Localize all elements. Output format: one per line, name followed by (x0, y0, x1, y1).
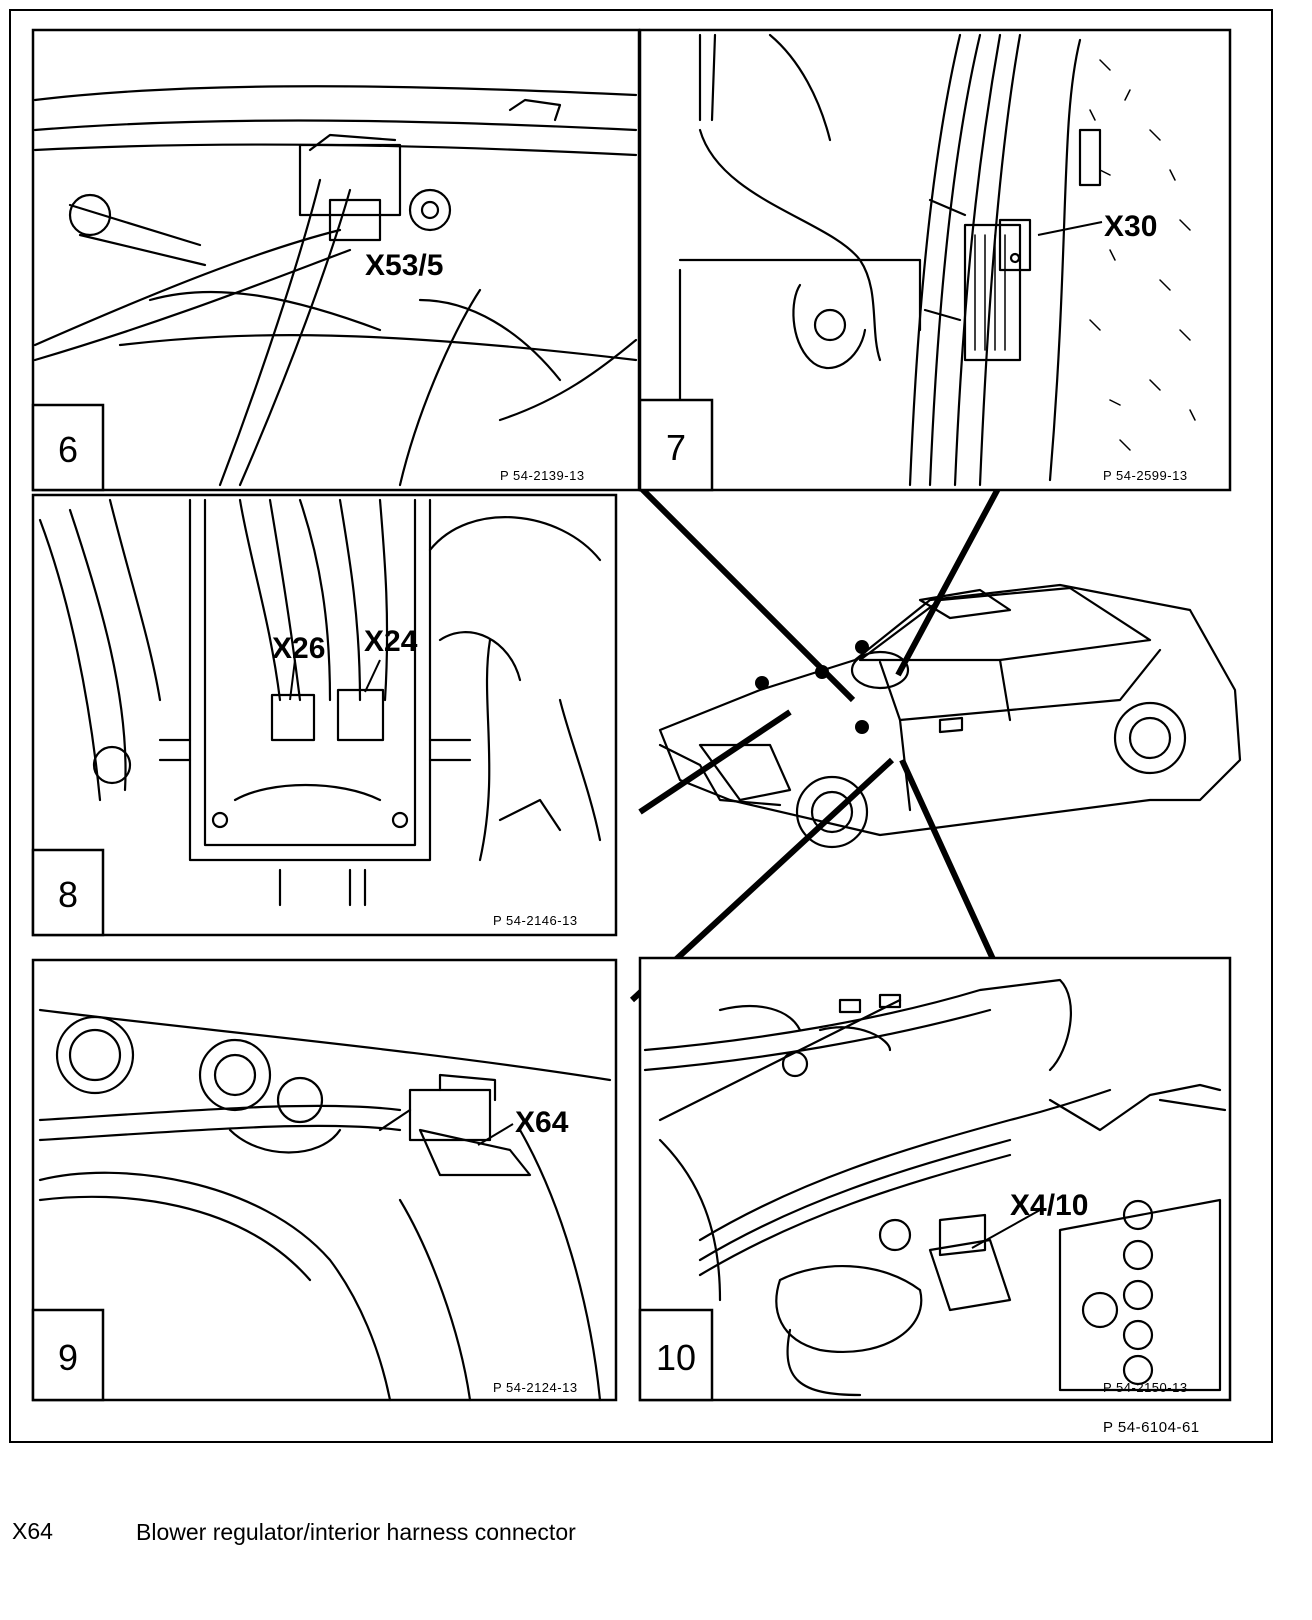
panel-6-illustration (33, 85, 638, 487)
panel-7: X30 7 P 54-2599-13 (638, 28, 1232, 492)
panel-8: X26 X24 8 P 54-2146-13 (31, 493, 618, 937)
panel-9-illustration (38, 1008, 612, 1402)
leader-lines (629, 482, 1011, 1003)
panel-7-ref: P 54-2599-13 (1103, 468, 1188, 483)
leader-line-7 (895, 483, 1003, 677)
outer-frame (9, 9, 1273, 1443)
panel-10-number: 10 (656, 1337, 696, 1378)
panel-10: X4/10 10 P 54-2150-13 (638, 956, 1232, 1402)
panel-8-number: 8 (58, 874, 78, 915)
panel-7-number: 7 (666, 427, 686, 468)
leader-line-8 (638, 709, 792, 815)
panel-6-number: 6 (58, 429, 78, 470)
legend: X64 Blower regulator/interior harness co… (8, 1518, 628, 1608)
panel-10-ref: P 54-2150-13 (1103, 1380, 1188, 1395)
legend-description: Blower regulator/interior harness connec… (136, 1519, 576, 1545)
leader-line-6 (635, 482, 856, 703)
panel-8-ref: P 54-2146-13 (493, 913, 578, 928)
callout-x53-5: X53/5 (365, 249, 443, 282)
callout-x26: X26 (272, 632, 325, 665)
panel-9: X64 9 P 54-2124-13 (31, 958, 618, 1402)
panel-9-ref: P 54-2124-13 (493, 1380, 578, 1395)
panel-6: X53/5 6 P 54-2139-13 (31, 28, 641, 492)
panel-9-number: 9 (58, 1337, 78, 1378)
car-illustration (658, 583, 1242, 849)
callout-x4-10: X4/10 (1010, 1189, 1088, 1222)
panel-7-illustration (678, 33, 1196, 487)
figure-ref: P 54-6104-61 (1103, 1419, 1200, 1436)
panel-10-illustration (643, 978, 1227, 1397)
callout-x24: X24 (364, 625, 418, 658)
connector-location-diagram: X53/5 6 P 54-2139-13 (9, 9, 1273, 1443)
panel-8-illustration (38, 498, 602, 907)
callout-x30: X30 (1104, 210, 1157, 243)
panel-6-ref: P 54-2139-13 (500, 468, 585, 483)
callout-x64: X64 (515, 1106, 569, 1139)
leader-line-10 (899, 758, 1011, 994)
legend-code: X64 (12, 1518, 53, 1544)
